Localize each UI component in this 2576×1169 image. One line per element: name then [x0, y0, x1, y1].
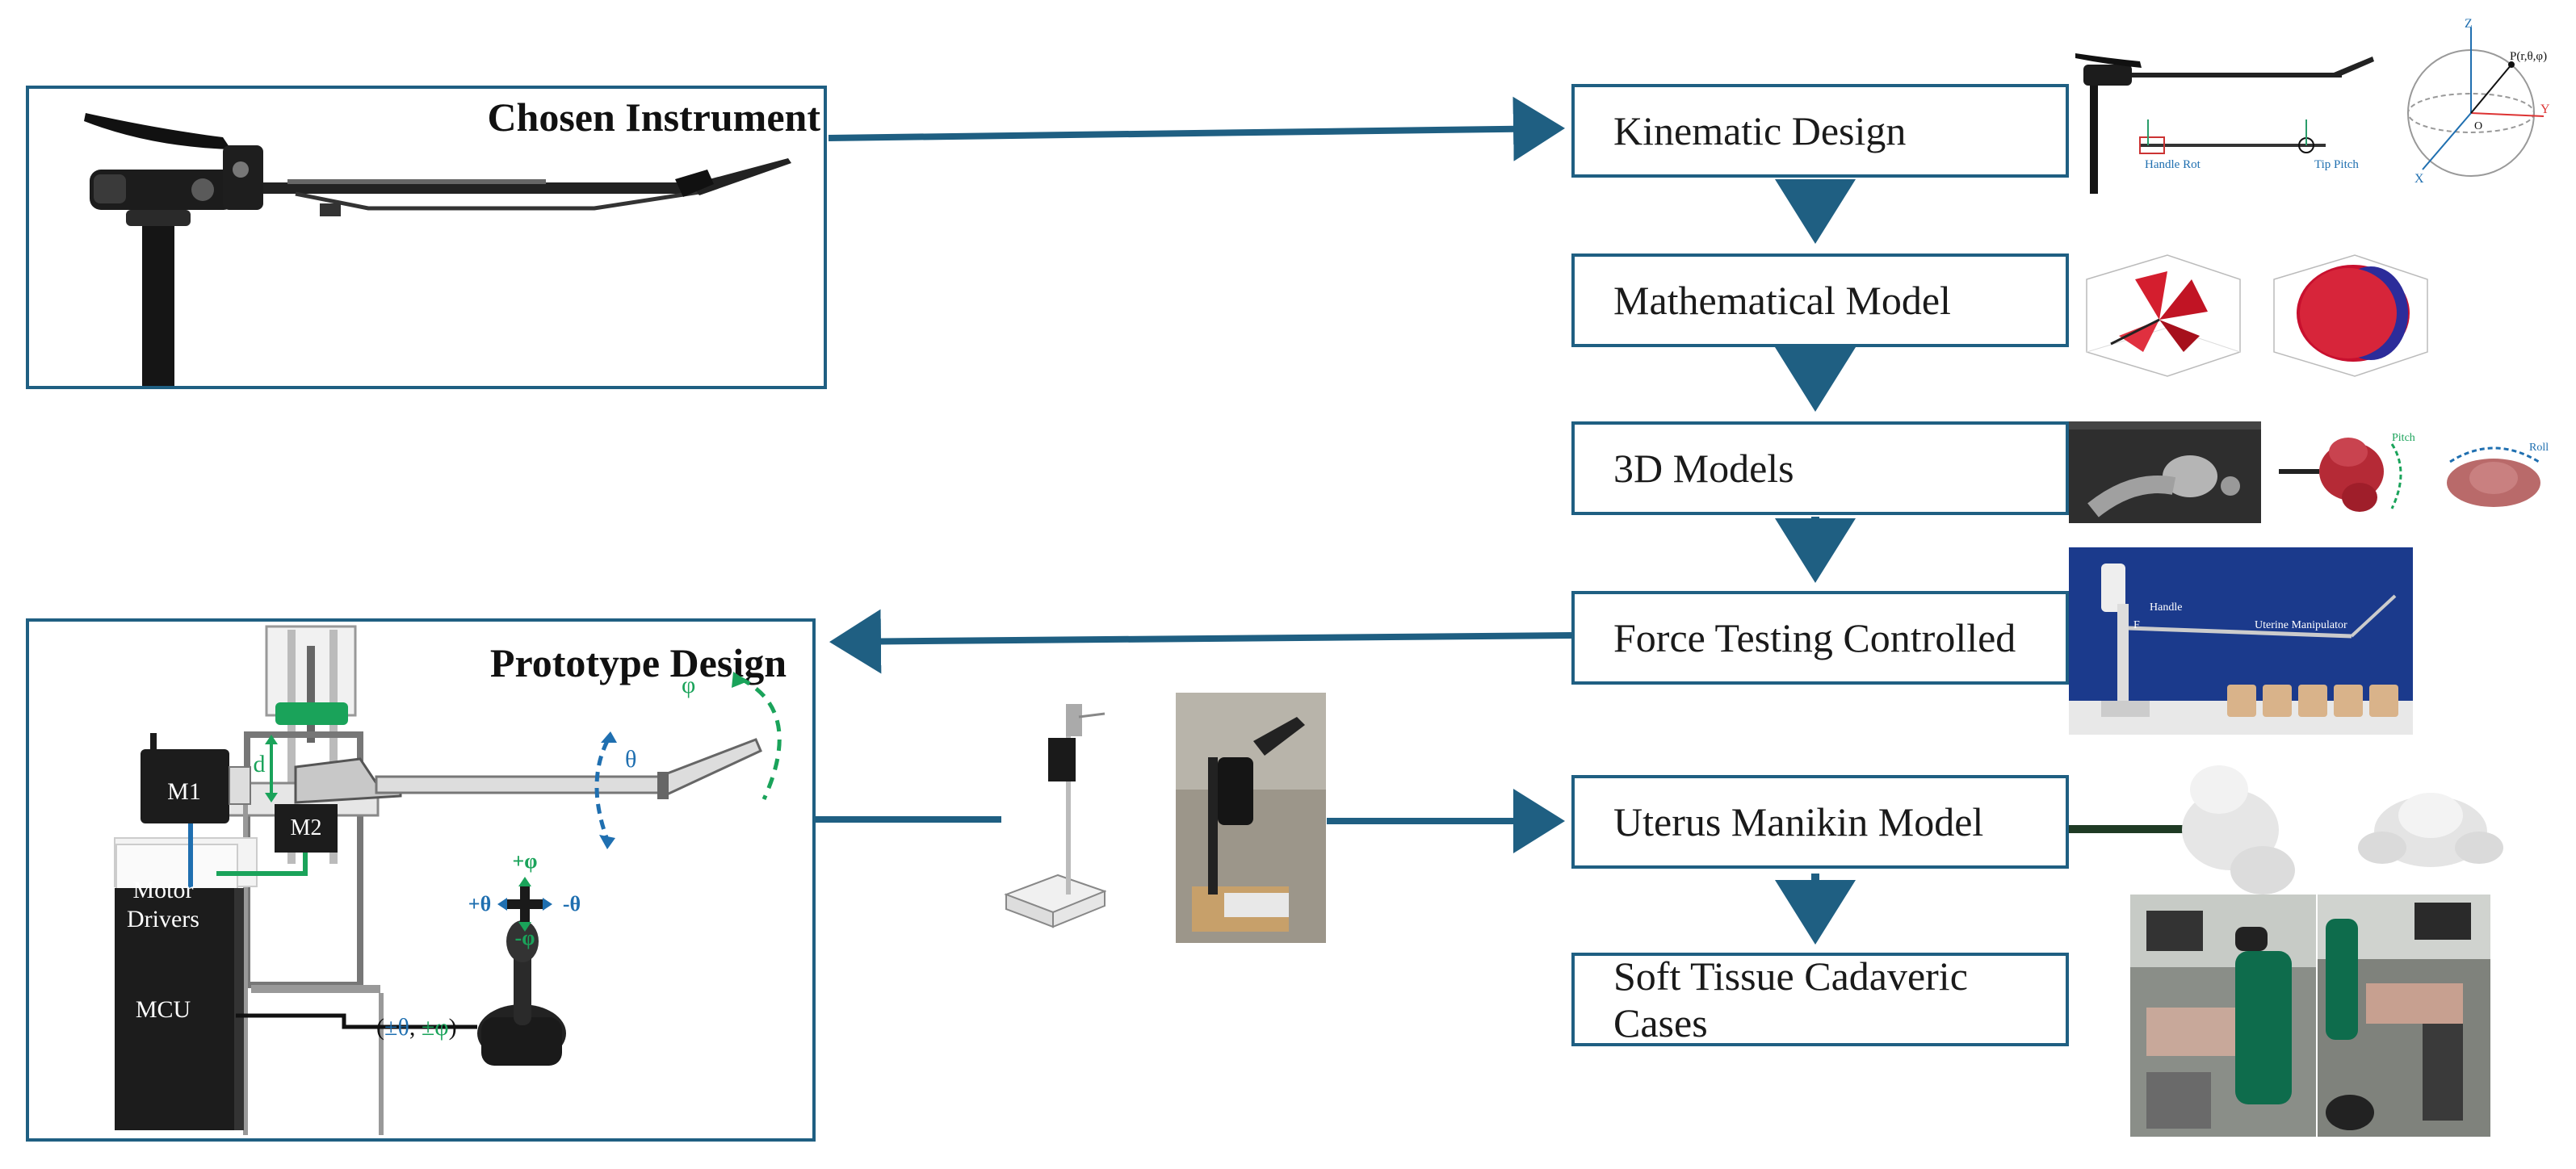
manikin-model-thumb-1	[2069, 765, 2295, 895]
uterine-manipulator-label: Uterine Manipulator	[2255, 619, 2347, 631]
instrument-illustration	[84, 113, 791, 386]
chosen-instrument-frame: Chosen Instrument	[26, 86, 827, 389]
chosen-instrument-title: Chosen Instrument	[487, 94, 820, 140]
joystick-signal-label: (±θ, ±φ)	[376, 1014, 457, 1041]
step-cadaveric-cases-label: Soft Tissue Cadaveric Cases	[1613, 953, 1968, 1045]
point-label: P(r,θ,φ)	[2510, 50, 2547, 63]
arrow-instrument-to-kinematic	[828, 96, 1565, 161]
step-force-testing: Force Testing Controlled	[1571, 591, 2069, 685]
step-3d-models: 3D Models	[1571, 421, 2069, 515]
handle-rot-label: Handle Rot	[2145, 158, 2201, 171]
plus-phi-label: +φ	[512, 849, 537, 873]
step-mathematical-model-label: Mathematical Model	[1613, 278, 1951, 323]
motor-drivers-label-2: Drivers	[127, 906, 199, 932]
uterus-model-roll-thumb: Roll	[2447, 442, 2549, 507]
step-kinematic-design: Kinematic Design	[1571, 84, 2069, 178]
cadaveric-photo-2	[2318, 895, 2490, 1137]
step-mathematical-model: Mathematical Model	[1571, 253, 2069, 347]
joystick-comma: ,	[409, 1014, 422, 1041]
prototype-cad-render	[1004, 704, 1106, 928]
step-3d-models-label: 3D Models	[1613, 446, 1794, 491]
step-cadaveric-cases: Soft Tissue Cadaveric Cases	[1571, 953, 2069, 1046]
handle-label: Handle	[2150, 601, 2182, 614]
m1-label: M1	[167, 778, 201, 805]
y-axis-label: Y	[2540, 103, 2550, 116]
prototype-photo	[1176, 693, 1326, 943]
step-force-testing-label: Force Testing Controlled	[1613, 615, 2016, 660]
force-f-label: F	[2133, 619, 2140, 631]
mcu-label: MCU	[136, 996, 191, 1023]
minus-phi-label: -φ	[515, 926, 535, 949]
prototype-schematic: M1 M2 d Motor Drivers MCU θ φ +φ -φ +θ -…	[114, 625, 782, 1135]
pitch-label: Pitch	[2392, 432, 2415, 444]
arrow-force-to-prototype	[829, 609, 1572, 674]
motor-drivers-label-1: Motor	[133, 877, 194, 903]
manikin-model-thumb-2	[2358, 793, 2503, 867]
d-label: d	[254, 751, 266, 777]
workspace-plot-thumb-1	[2086, 254, 2241, 377]
step-uterus-manikin-label: Uterus Manikin Model	[1613, 799, 1984, 844]
joystick-phi: ±φ	[422, 1014, 449, 1041]
prototype-design-frame: Prototype Design	[26, 618, 816, 1142]
phi-label: φ	[682, 672, 695, 698]
joystick-open: (	[376, 1014, 384, 1041]
z-axis-label: Z	[2465, 17, 2473, 31]
plus-theta-label: +θ	[468, 892, 491, 916]
cadaveric-photo-1	[2130, 895, 2316, 1137]
step-kinematic-design-label: Kinematic Design	[1613, 108, 1907, 153]
kinematic-diagram-thumb: Handle Rot Tip Pitch	[2075, 53, 2374, 194]
m2-label: M2	[291, 815, 322, 840]
minus-theta-label: -θ	[563, 892, 581, 916]
uterus-model-pitch-thumb: Pitch	[2279, 432, 2415, 512]
origin-label: O	[2474, 120, 2482, 132]
tip-pitch-label: Tip Pitch	[2314, 158, 2359, 171]
joystick-close: )	[449, 1014, 457, 1041]
x-axis-label: X	[2414, 172, 2424, 186]
theta-label: θ	[625, 746, 636, 773]
direction-cross	[497, 877, 552, 932]
workspace-plot-thumb-2	[2273, 254, 2428, 377]
roll-label: Roll	[2529, 442, 2549, 454]
spherical-coordinate-thumb: Z Y X O P(r,θ,φ)	[2407, 17, 2550, 186]
force-testing-photo: Handle Uterine Manipulator F	[2069, 547, 2413, 735]
joystick-theta: ±θ	[384, 1014, 409, 1041]
cad-model-thumb	[2069, 421, 2261, 523]
step-uterus-manikin: Uterus Manikin Model	[1571, 775, 2069, 869]
